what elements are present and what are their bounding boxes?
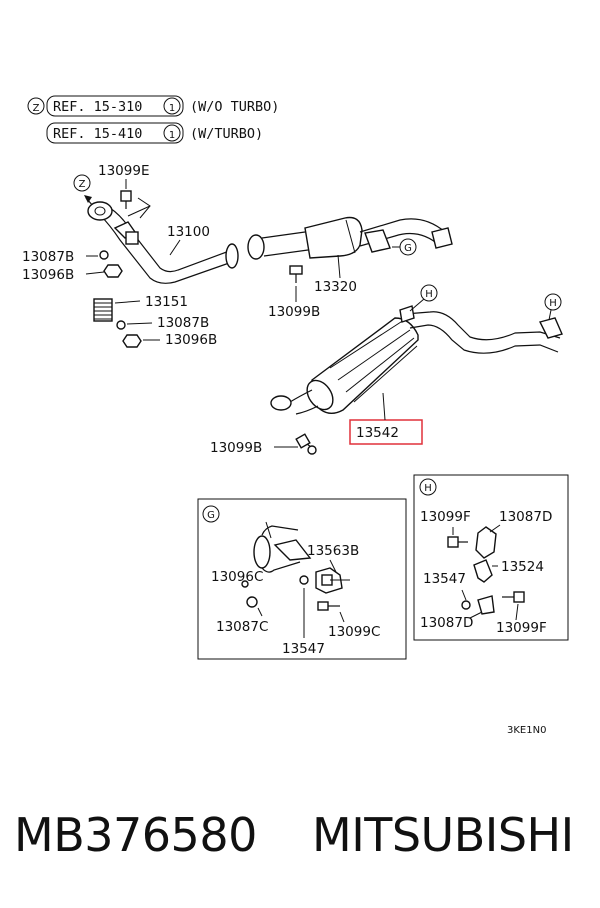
ref-1-circle-left: Z [33, 103, 40, 114]
svg-text:Z: Z [79, 179, 86, 190]
ref-2-note: (W/TURBO) [190, 126, 263, 142]
detail-h: H [413, 474, 569, 641]
bolt-13099B-1 [289, 265, 303, 283]
footer: MB376580 MITSUBISHI [0, 800, 600, 880]
callout-h-muffler [420, 284, 438, 302]
svg-text:G: G [404, 243, 412, 254]
ref-2-text[interactable]: REF. 15-410 [53, 126, 142, 142]
ref-1-note: (W/O TURBO) [190, 99, 279, 115]
detail-g: G [197, 498, 407, 660]
diagram-code: 3KE1N0 [507, 725, 546, 736]
label-13096B-1[interactable]: 13096B [22, 267, 74, 283]
svg-text:H: H [425, 289, 433, 300]
ref-1-text[interactable]: REF. 15-310 [53, 99, 142, 115]
bolt-13099B-2 [295, 433, 317, 455]
label-13099E[interactable]: 13099E [98, 163, 149, 179]
label-13547-g[interactable]: 13547 [282, 641, 325, 657]
ref-1-circle-right: 1 [169, 103, 175, 114]
callout-z: Z [73, 174, 95, 208]
gasket-13087B-2 [116, 320, 126, 330]
ref-line-2: REF. 15-410 1 (W/TURBO) [46, 122, 263, 144]
footer-brand: MITSUBISHI [312, 808, 574, 862]
label-13099F-1[interactable]: 13099F [420, 509, 471, 525]
label-13087D-2[interactable]: 13087D [420, 615, 473, 631]
nut-13096B [103, 264, 123, 278]
label-13087B-1[interactable]: 13087B [22, 249, 74, 265]
callout-h-tail [544, 293, 562, 311]
center-pipe-13320 [247, 216, 453, 260]
label-13099F-2[interactable]: 13099F [496, 620, 547, 636]
label-13151[interactable]: 13151 [145, 294, 188, 310]
svg-text:H: H [549, 298, 557, 309]
label-13547-h[interactable]: 13547 [423, 571, 466, 587]
bolt-13099E [120, 190, 151, 219]
label-13099C[interactable]: 13099C [328, 624, 380, 640]
label-13524[interactable]: 13524 [501, 559, 544, 575]
ref-line-1: Z REF. 15-310 1 (W/O TURBO) [27, 95, 279, 117]
label-13087D-1[interactable]: 13087D [499, 509, 552, 525]
svg-text:H: H [424, 483, 432, 494]
label-13100[interactable]: 13100 [167, 224, 210, 240]
label-13099B-1[interactable]: 13099B [268, 304, 320, 320]
highlight-box [349, 419, 423, 445]
main-muffler-13542 [270, 305, 563, 415]
label-13320[interactable]: 13320 [314, 279, 357, 295]
ref-2-circle-right: 1 [169, 130, 175, 141]
front-pipe-13100 [87, 201, 239, 284]
label-13096C[interactable]: 13096C [211, 569, 263, 585]
svg-text:G: G [207, 510, 215, 521]
spring-13151 [93, 298, 113, 322]
label-13096B-2[interactable]: 13096B [165, 332, 217, 348]
label-13087B-2[interactable]: 13087B [157, 315, 209, 331]
label-13542[interactable]: 13542 [356, 425, 399, 441]
label-13099B-2[interactable]: 13099B [210, 440, 262, 456]
label-13563B[interactable]: 13563B [307, 543, 359, 559]
footer-part-number: MB376580 [14, 808, 257, 862]
nut-13096B-2 [122, 334, 142, 348]
gasket-13087B [99, 250, 109, 260]
label-13087C[interactable]: 13087C [216, 619, 268, 635]
